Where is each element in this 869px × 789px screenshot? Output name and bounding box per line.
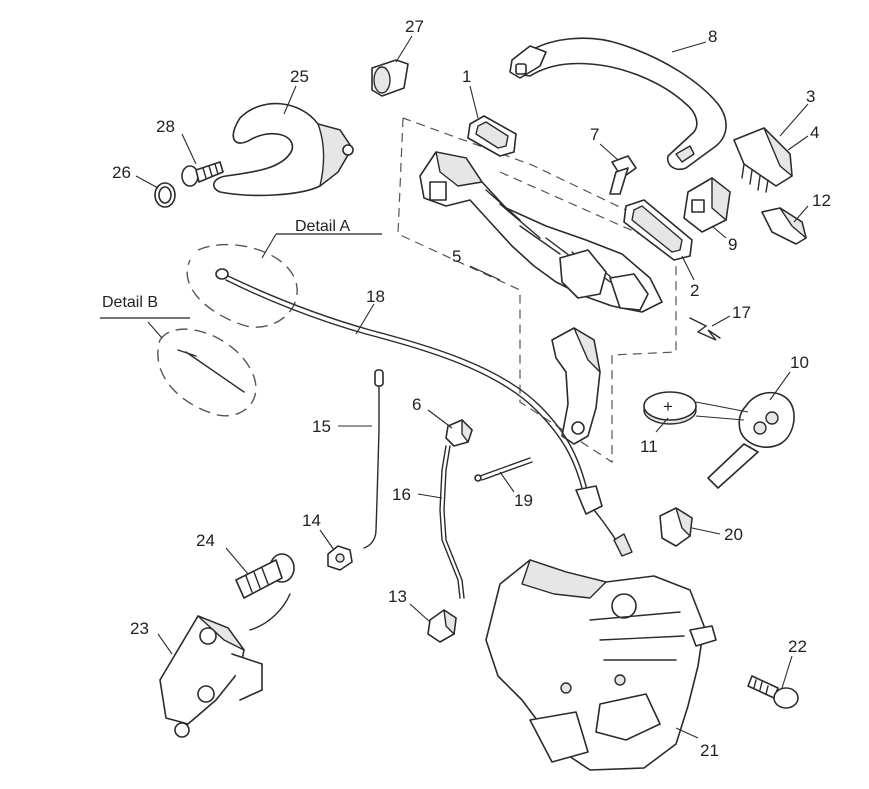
carrier-dashed-frame — [397, 117, 677, 464]
part-9-switch — [683, 177, 731, 233]
callout-15: 15 — [312, 417, 331, 436]
detail-b-label-group: Detail B — [100, 294, 190, 319]
callout-18: 18 — [366, 287, 385, 306]
callout-5: 5 — [452, 247, 461, 266]
detail-a-label: Detail A — [295, 218, 350, 235]
detail-a-ellipse — [186, 243, 298, 328]
part-20-clip — [659, 507, 693, 547]
lever-arm — [551, 327, 601, 445]
callout-25: 25 — [290, 67, 309, 86]
part-21-lock-actuator — [485, 559, 717, 771]
leader-lines — [135, 35, 809, 739]
callout-22: 22 — [788, 637, 807, 656]
part-24-bolt — [235, 553, 295, 631]
part-11-battery: + — [643, 391, 697, 425]
callout-1: 1 — [462, 67, 471, 86]
svg-text:+: + — [663, 397, 673, 416]
part-3-4-cover — [733, 127, 793, 193]
callout-3: 3 — [806, 87, 815, 106]
part-18-cable — [215, 268, 633, 557]
callout-28: 28 — [156, 117, 175, 136]
part-1-gasket — [467, 115, 517, 157]
part-2-gasket — [623, 199, 693, 261]
callout-10: 10 — [790, 353, 809, 372]
callout-14: 14 — [302, 511, 321, 530]
part-25-cylinder-bezel — [213, 102, 354, 197]
part-23-striker — [159, 615, 263, 738]
detail-b-ellipse — [157, 328, 257, 417]
callout-19: 19 — [514, 491, 533, 510]
callout-16: 16 — [392, 485, 411, 504]
callout-2: 2 — [690, 281, 699, 300]
callout-17: 17 — [732, 303, 751, 322]
callout-26: 26 — [112, 163, 131, 182]
part-6-clip — [445, 419, 473, 447]
part-27-grommet — [371, 59, 409, 97]
callout-21: 21 — [700, 741, 719, 760]
callout-numbers: 27 25 28 26 1 8 3 4 7 12 9 5 2 17 18 10 … — [112, 17, 831, 760]
part-28-screw — [181, 161, 224, 187]
part-17-spring — [689, 317, 721, 341]
detail-b-rod — [177, 349, 245, 393]
part-12-clip — [761, 207, 807, 245]
callout-12: 12 — [812, 191, 831, 210]
part-8-outer-handle — [509, 37, 727, 171]
part-15-rod — [363, 369, 384, 549]
part-10-key-fob — [707, 391, 795, 489]
callout-24: 24 — [196, 531, 215, 550]
part-26-o-ring — [154, 182, 176, 208]
part-7-pin — [609, 155, 637, 195]
callout-13: 13 — [388, 587, 407, 606]
part-13-clip — [427, 609, 457, 643]
part-16-rod — [439, 445, 465, 599]
callout-11: 11 — [640, 437, 658, 456]
callout-8: 8 — [708, 27, 717, 46]
callout-7: 7 — [590, 125, 599, 144]
callout-9: 9 — [728, 235, 737, 254]
detail-b-label: Detail B — [102, 294, 158, 311]
callout-27: 27 — [405, 17, 424, 36]
part-19-rod — [474, 457, 533, 482]
part-5-handle-carrier — [419, 151, 663, 313]
part-22-bolt — [747, 675, 799, 709]
part-14-clip — [327, 545, 353, 571]
callout-20: 20 — [724, 525, 743, 544]
callout-6: 6 — [412, 395, 421, 414]
callout-4: 4 — [810, 123, 819, 142]
detail-a-label-group: Detail A — [276, 218, 382, 235]
callout-23: 23 — [130, 619, 149, 638]
